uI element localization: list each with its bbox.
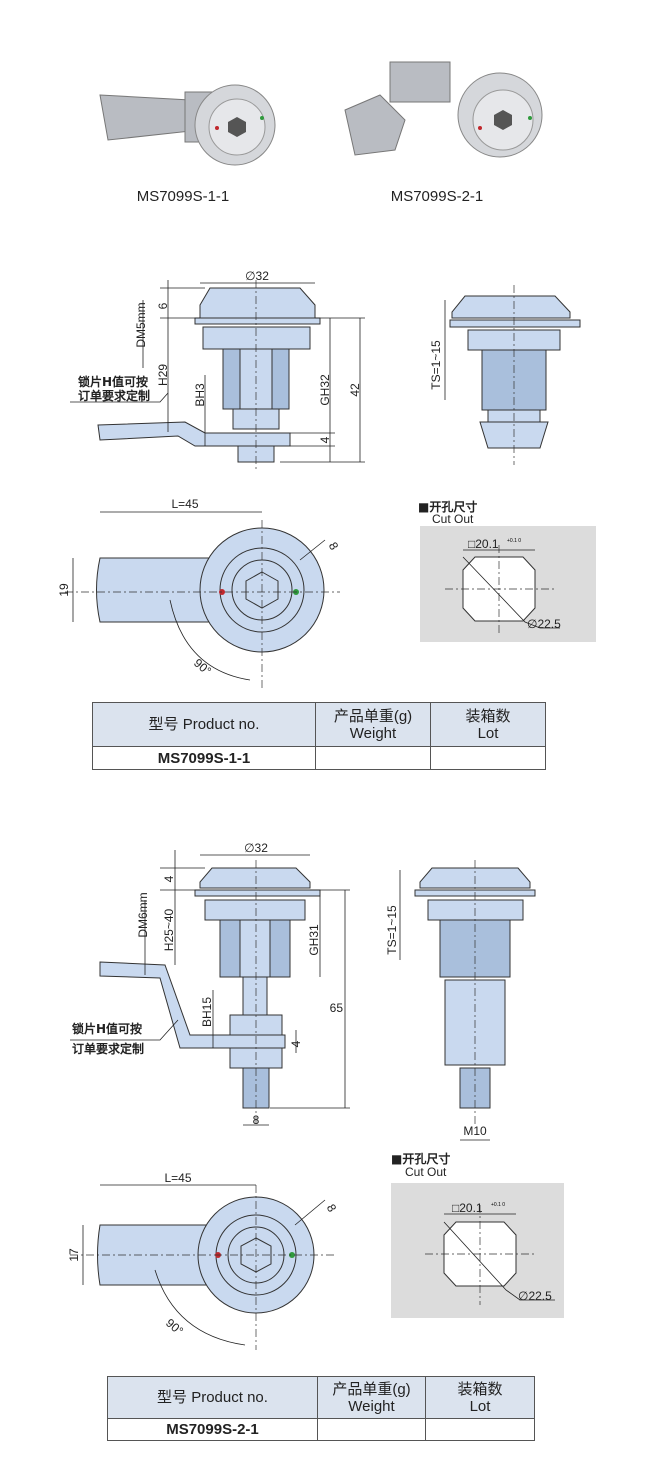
cell-lot (430, 746, 546, 770)
dim-bh-2: BH15 (200, 997, 214, 1027)
product-photo-1 (99, 84, 276, 166)
front-view-1 (65, 511, 340, 690)
note-line-2-2: 订单要求定制 (72, 1041, 144, 1056)
dim-total-2: 65 (330, 1001, 344, 1015)
right-view-1 (444, 285, 581, 465)
note-line-2: 订单要求定制 (78, 388, 150, 403)
header-weight: 产品单重(g)Weight (315, 702, 431, 747)
dim-width: 19 (57, 583, 71, 597)
dim-thickness: 4 (318, 436, 332, 443)
cutout-title-en: Cut Out (432, 512, 474, 526)
product-caption-2: MS7099S-2-1 (391, 188, 484, 205)
dim-width-2: 17 (67, 1248, 81, 1262)
dim-gh: GH32 (318, 374, 332, 406)
dim-gh-2: GH31 (307, 924, 321, 956)
dim-diameter-2: ∅32 (244, 841, 268, 855)
dim-h-2: H25~40 (162, 908, 176, 951)
dim-head: 6 (156, 302, 170, 309)
header-product-no: 型号 Product no. (107, 1376, 318, 1419)
side-view-1 (70, 280, 365, 470)
dim-thread-2: M10 (463, 1124, 487, 1138)
dim-slot: 8 (326, 540, 342, 553)
dim-length-2: L=45 (164, 1171, 191, 1185)
cell-weight (317, 1418, 426, 1441)
right-view-2 (399, 860, 536, 1141)
dim-dm-2: DM6mm (136, 892, 150, 937)
cell-lot (425, 1418, 535, 1441)
dim-slot-2: 8 (324, 1202, 340, 1215)
cutout-title-cn-2: ■开孔尺寸 (391, 1151, 450, 1166)
cutout-title-en-2: Cut Out (405, 1165, 447, 1179)
dim-ts-2: TS=1~15 (385, 905, 399, 955)
cutout-tolerance: +0.1 0 (507, 538, 521, 544)
dim-shaft-2: 8 (253, 1113, 260, 1127)
cutout-title-cn: ■开孔尺寸 (418, 499, 477, 514)
cell-model: MS7099S-1-1 (92, 746, 316, 770)
cutout-diameter-2: ∅22.5 (518, 1289, 552, 1303)
cell-model: MS7099S-2-1 (107, 1418, 318, 1441)
dim-angle-2: 90° (163, 1316, 186, 1339)
dim-head-2: 4 (162, 875, 176, 882)
dim-h: H29 (156, 364, 170, 386)
product-caption-1: MS7099S-1-1 (137, 188, 230, 205)
dim-total: 42 (348, 383, 362, 397)
cutout-tolerance-2: +0.1 0 (491, 1202, 505, 1208)
note-line-1-2: 锁片H值可按 (72, 1021, 142, 1036)
dim-diameter: ∅32 (245, 269, 269, 283)
product-photo-2 (344, 61, 543, 158)
cutout-2 (391, 1183, 564, 1318)
dim-length: L=45 (171, 497, 198, 511)
dim-thickness-2: 4 (289, 1040, 303, 1047)
dim-bh: BH3 (193, 383, 207, 407)
header-product-no: 型号 Product no. (92, 702, 316, 747)
cutout-square: □20.1 (468, 537, 499, 551)
cutout-1 (420, 526, 596, 642)
dim-dm: DM5mm (134, 302, 148, 347)
header-weight: 产品单重(g)Weight (317, 1376, 426, 1419)
side-view-2 (70, 850, 350, 1126)
cutout-diameter: ∅22.5 (527, 617, 561, 631)
note-line-1: 锁片H值可按 (78, 374, 148, 389)
dim-ts: TS=1~15 (429, 340, 443, 390)
cutout-square-2: □20.1 (452, 1201, 483, 1215)
cell-weight (315, 746, 431, 770)
dim-angle: 90° (191, 656, 214, 679)
front-view-2 (70, 1184, 335, 1350)
